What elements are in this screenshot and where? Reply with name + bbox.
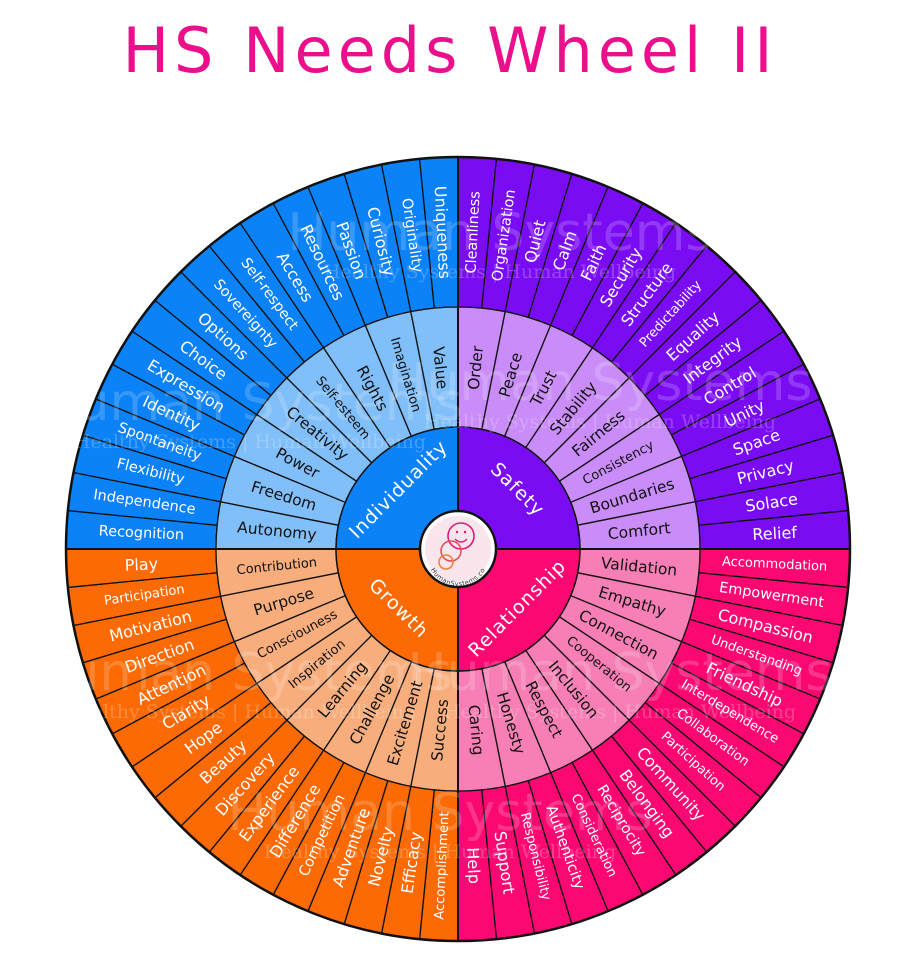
- human-systems-smiley-circles-icon: [438, 522, 475, 570]
- watermark-small: Healthy Systems | Human Wellbeing: [324, 261, 676, 283]
- watermark-large: Human Systems: [287, 203, 712, 263]
- watermark-small: Healthy Systems | Human Wellbeing: [444, 701, 796, 723]
- outer-need-accommodation: Accommodation: [722, 554, 828, 574]
- quadrant-relationship: [457, 548, 851, 942]
- outer-need-recognition: Recognition: [98, 523, 184, 543]
- outer-need-relief: Relief: [752, 523, 798, 544]
- page-title: HS Needs Wheel II: [122, 14, 778, 87]
- outer-need-uniqueness: Uniqueness: [431, 185, 455, 279]
- watermark-small: Healthy Systems | Human Wellbeing: [64, 701, 416, 723]
- watermark-small: Healthy Systems | Human Wellbeing: [74, 431, 426, 453]
- wheel-segments: [64, 155, 852, 943]
- middle-need-value: Value: [429, 346, 451, 390]
- watermark-large: Human Systems: [407, 643, 832, 703]
- watermark-large: Human Systems: [37, 373, 462, 433]
- watermark-small: Healthy Systems | Human Wellbeing: [424, 411, 776, 433]
- middle-need-order: Order: [465, 344, 487, 390]
- center-logo: HumanSystems.co: [418, 509, 498, 589]
- outer-need-accomplishment: Accomplishment: [432, 811, 452, 920]
- watermark-large: Human Systems: [27, 643, 452, 703]
- outer-need-play: Play: [124, 554, 158, 575]
- middle-need-caring: Caring: [464, 704, 487, 756]
- outer-need-help: Help: [463, 847, 484, 884]
- outer-need-cleanliness: Cleanliness: [464, 191, 484, 274]
- watermark-large: Human Systems: [387, 353, 812, 413]
- watermark-small: Healthy Systems | Human Wellbeing: [264, 841, 616, 863]
- watermark-large: Human Systems: [227, 783, 652, 843]
